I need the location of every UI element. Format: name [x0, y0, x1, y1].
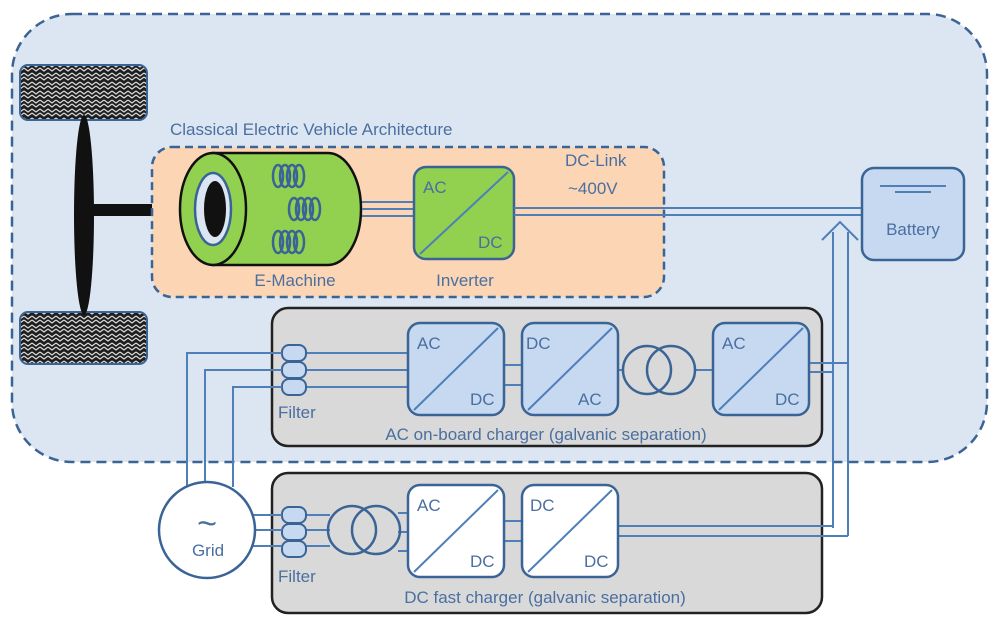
svg-text:DC: DC [584, 552, 609, 571]
battery-label: Battery [886, 220, 940, 239]
ac-dc-converter: AC DC [406, 321, 506, 417]
svg-text:AC: AC [417, 334, 441, 353]
charging-bus [821, 220, 859, 536]
ac-onboard-charger: Filter AC DC DC AC AC DC AC on-board cha… [270, 306, 848, 448]
svg-text:DC: DC [470, 552, 495, 571]
wheel-top [19, 64, 148, 121]
dc-link-lines [514, 207, 862, 216]
filter-icon [281, 506, 307, 558]
dc-link-label: DC-Link [565, 151, 627, 170]
inverter: AC DC Inverter [412, 165, 516, 290]
ac-charger-caption: AC on-board charger (galvanic separation… [385, 425, 706, 444]
svg-text:AC: AC [417, 496, 441, 515]
svg-text:DC: DC [478, 233, 503, 252]
phase-lines-motor [362, 201, 414, 217]
svg-text:DC: DC [526, 334, 551, 353]
transformer-icon [326, 504, 402, 556]
architecture-title: Classical Electric Vehicle Architecture [170, 120, 453, 139]
e-machine: E-Machine [178, 151, 363, 290]
svg-text:AC: AC [722, 334, 746, 353]
grid-source: ~ Grid [157, 480, 257, 580]
ac-dc-rectifier: AC DC [711, 321, 811, 417]
ac-dc-converter-fast: AC DC [406, 483, 506, 579]
svg-text:DC: DC [775, 390, 800, 409]
svg-text:DC: DC [530, 496, 555, 515]
svg-text:DC: DC [470, 390, 495, 409]
battery: Battery [860, 166, 966, 262]
wheel-bottom [19, 311, 148, 365]
dc-link-voltage: ~400V [568, 179, 618, 198]
ac-filter-label: Filter [278, 403, 316, 422]
dc-ac-converter: DC AC [520, 321, 620, 417]
svg-text:AC: AC [423, 178, 447, 197]
e-machine-label: E-Machine [254, 271, 335, 290]
grid-label: Grid [192, 541, 224, 560]
dc-dc-converter-fast: DC DC [520, 483, 620, 579]
coil-icon [271, 163, 322, 255]
svg-text:AC: AC [578, 390, 602, 409]
inverter-label: Inverter [436, 271, 494, 290]
grid-feed-lines [186, 352, 282, 547]
dc-filter-label: Filter [278, 567, 316, 586]
dc-fast-charger: Filter AC DC DC DC DC fast charger (galv… [270, 471, 848, 615]
ac-symbol-icon: ~ [197, 505, 217, 543]
transformer-icon [621, 344, 697, 396]
filter-icon [281, 344, 307, 396]
dc-charger-caption: DC fast charger (galvanic separation) [404, 588, 686, 607]
